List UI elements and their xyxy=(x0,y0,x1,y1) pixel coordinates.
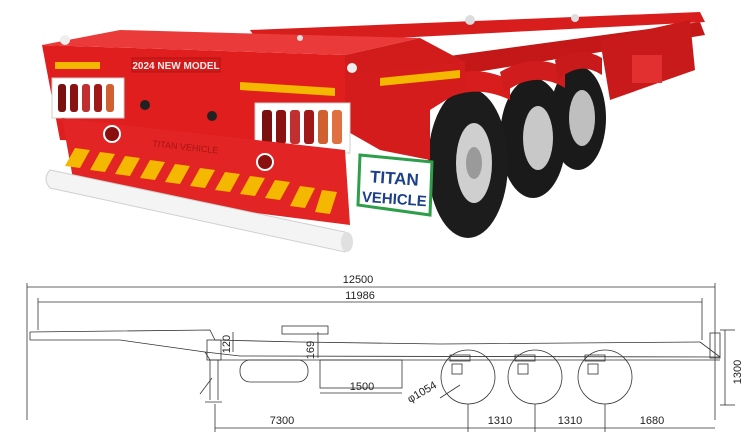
wheel-group xyxy=(428,66,606,238)
dim-overall-length: 12500 xyxy=(343,274,374,286)
dim-deck-height: 1300 xyxy=(732,360,744,384)
dim-axle-spacing-2: 1310 xyxy=(558,415,582,427)
trailer-photo: 2024 NEW MODEL TITAN VEHICLE xyxy=(42,12,705,253)
underride-bar xyxy=(45,169,353,253)
dim-front-height: 120 xyxy=(221,335,233,353)
warning-chevrons xyxy=(65,148,337,214)
drawing-wheel-1 xyxy=(440,349,496,405)
model-badge-text: 2024 NEW MODEL xyxy=(132,61,219,72)
rear-bumper-panel: TITAN VEHICLE xyxy=(62,100,350,225)
dim-kingpin-to-axle: 7300 xyxy=(270,415,294,427)
rear-body: 2024 NEW MODEL xyxy=(42,30,465,148)
dim-front-section: 1500 xyxy=(350,381,374,393)
frame-outline xyxy=(29,325,721,361)
left-tail-light xyxy=(51,77,125,119)
dim-frame-length: 11986 xyxy=(345,290,375,302)
dim-wheel-diameter: φ1054 xyxy=(406,379,439,405)
spare-tire-carrier xyxy=(239,359,309,383)
landing-gear xyxy=(199,339,222,403)
dim-neck-height: 169 xyxy=(305,341,317,359)
dimension-labels: 12500 11986 7300 1310 1310 1680 1500 169… xyxy=(221,274,744,427)
side-elevation-drawing: 12500 11986 7300 1310 1310 1680 1500 169… xyxy=(26,274,744,432)
side-beam xyxy=(345,55,465,160)
plate-text-line2: VEHICLE xyxy=(361,189,427,210)
plate-text-line1: TITAN xyxy=(369,167,419,189)
dim-rear-overhang: 1680 xyxy=(640,415,664,427)
dim-axle-spacing-1: 1310 xyxy=(488,415,512,427)
license-plate: TITAN VEHICLE xyxy=(356,153,434,217)
